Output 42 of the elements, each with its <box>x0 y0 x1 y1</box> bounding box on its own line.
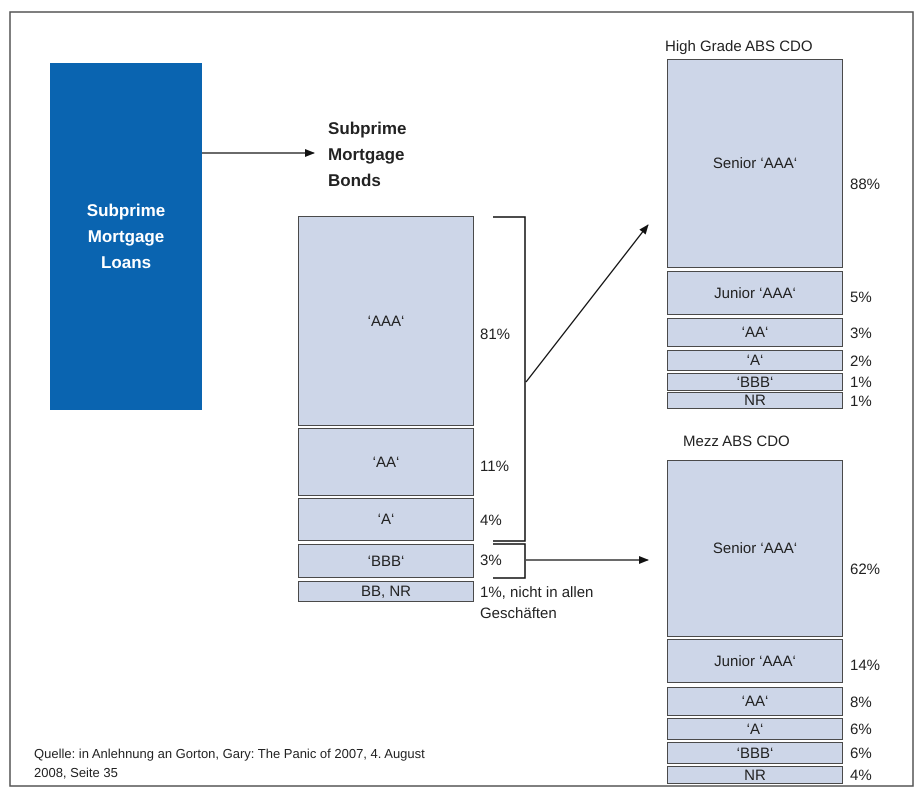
tranche-bar: NR <box>667 392 843 409</box>
percentage-text: 8% <box>850 694 872 710</box>
percentage-text: 1%, nicht in allen Geschäften <box>480 583 594 624</box>
tranche-bar: Junior ‘AAA‘ <box>667 639 843 683</box>
tranche-bar: Junior ‘AAA‘ <box>667 271 843 315</box>
tranche-bar: ‘AA‘ <box>298 428 474 496</box>
tranche-bar: ‘AA‘ <box>667 687 843 716</box>
loan-box: Subprime Mortgage Loans <box>50 63 202 410</box>
percentage-text: 4% <box>850 767 872 784</box>
tranche-bar: ‘BBB‘ <box>667 373 843 391</box>
tranche-bar: Senior ‘AAA‘ <box>667 59 843 268</box>
tranche-bar: ‘AA‘ <box>667 318 843 347</box>
percentage-text: 1% <box>850 392 872 410</box>
tranche-bar: ‘A‘ <box>667 718 843 740</box>
percentage-text: 3% <box>850 324 872 342</box>
percentage-text: 6% <box>850 745 872 762</box>
tranche-bar: Senior ‘AAA‘ <box>667 460 843 637</box>
tranche-bar: ‘AAA‘ <box>298 216 474 426</box>
percentage-text: 62% <box>850 560 880 578</box>
source-note: Quelle: in Anlehnung an Gorton, Gary: The Panic of 2007, 4. August 2008, Seite 35 <box>34 745 426 782</box>
percentage-text: 11% <box>480 458 509 475</box>
percentage-text: 14% <box>850 657 880 674</box>
tranche-bar: BB, NR <box>298 581 474 602</box>
arrow <box>525 224 649 382</box>
percentage-text: 1% <box>850 374 872 391</box>
tranche-bar: NR <box>667 766 843 784</box>
percentage-text: 88% <box>850 176 880 192</box>
percentage-text: 81% <box>480 326 510 343</box>
group-heading: High Grade ABS CDO <box>665 38 813 56</box>
tranche-bar: ‘A‘ <box>667 350 843 371</box>
percentage-text: 5% <box>850 289 872 306</box>
percentage-text: 6% <box>850 721 872 738</box>
percentage-text: 4% <box>480 512 502 529</box>
tranche-bar: ‘BBB‘ <box>667 742 843 764</box>
percentage-text: 2% <box>850 352 872 370</box>
arrow <box>202 149 315 157</box>
tranche-bar: ‘BBB‘ <box>298 544 474 578</box>
percentage-text: 3% <box>480 552 502 569</box>
tranche-bar: ‘A‘ <box>298 498 474 541</box>
arrow <box>526 556 649 564</box>
group-heading: Mezz ABS CDO <box>683 433 790 451</box>
heading-text: Subprime Mortgage Bonds <box>328 116 438 200</box>
